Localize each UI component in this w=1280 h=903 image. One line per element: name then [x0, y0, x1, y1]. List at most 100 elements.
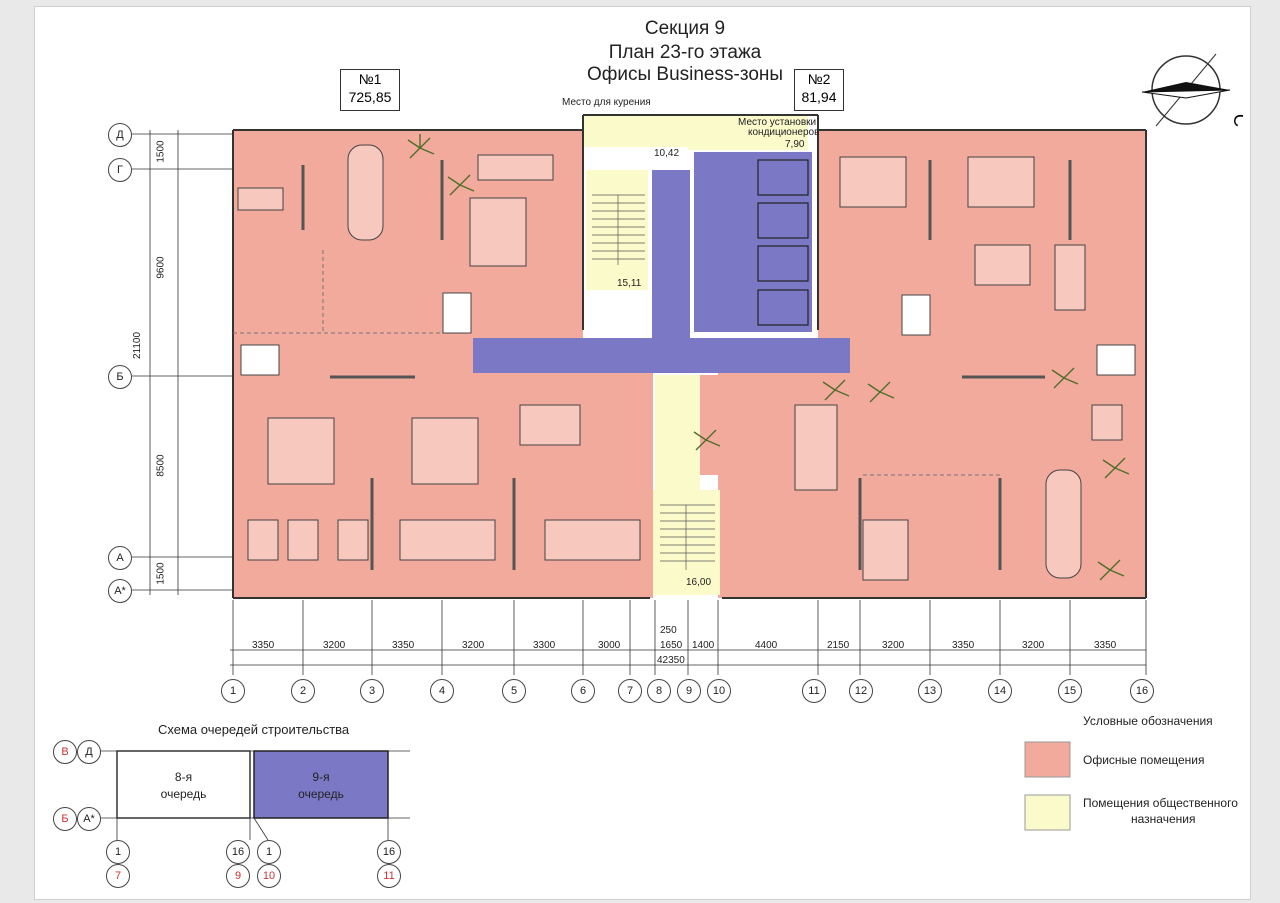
- unit-2-label: №2 81,94: [794, 69, 844, 111]
- axis-15: 15: [1058, 679, 1082, 703]
- label-smoking: Место для курения: [562, 97, 651, 108]
- scheme-axis-D: Д: [77, 740, 101, 764]
- hdim-3: 3350: [392, 640, 415, 651]
- axis-12: 12: [849, 679, 873, 703]
- plants: [407, 134, 1130, 581]
- hdim-2: 3200: [323, 640, 346, 651]
- scheme-axis-bottom-4: 16: [377, 840, 401, 864]
- legend-office-swatch: [1024, 741, 1071, 778]
- scheme-axis-bottom-4-red: 11: [377, 864, 401, 888]
- scheme-axis-bottom-2: 16: [226, 840, 250, 864]
- axis-1: 1: [221, 679, 245, 703]
- axis-8: 8: [647, 679, 671, 703]
- legend-public-1: Помещения общественного: [1083, 796, 1238, 810]
- axis-A-star: А*: [108, 579, 132, 603]
- title-section: Секция 9: [644, 18, 726, 39]
- unit-1-label: №1 725,85: [340, 69, 400, 111]
- scheme-axis-V: В: [53, 740, 77, 764]
- hdim-4: 3200: [462, 640, 485, 651]
- hdim-10: 2150: [827, 640, 850, 651]
- scheme-axis-bottom-1: 1: [106, 840, 130, 864]
- hdim-250: 250: [660, 625, 677, 636]
- axis-14: 14: [988, 679, 1012, 703]
- hdim-total: 42350: [657, 655, 685, 666]
- title-zone: Офисы Business-зоны: [586, 64, 784, 85]
- smoking-area: [583, 115, 688, 147]
- unit-1-id: №1: [358, 71, 382, 87]
- unit-2-area: 81,94: [801, 89, 837, 105]
- axis-9: 9: [677, 679, 701, 703]
- axis-B: Б: [108, 365, 132, 389]
- hdim-14: 3350: [1094, 640, 1117, 651]
- core-elevators: [694, 152, 812, 332]
- queue-8-block: [116, 750, 251, 819]
- vdim-total: 21100: [132, 331, 144, 360]
- hdim-8: 1400: [692, 640, 715, 651]
- queue-9-block: [253, 750, 389, 819]
- room-boundaries: [233, 250, 1000, 476]
- partitions: [301, 160, 1072, 570]
- label-area-1600: 16,00: [686, 577, 712, 588]
- unit-2-id: №2: [807, 71, 831, 87]
- axis-lines-letters: [132, 130, 233, 595]
- hdim-11: 3200: [882, 640, 905, 651]
- scheme-axis-A-star: А*: [77, 807, 101, 831]
- corridor-south: [655, 375, 700, 495]
- furniture: [237, 144, 1123, 581]
- queue-9-line2: очередь: [298, 787, 344, 801]
- axis-3: 3: [360, 679, 384, 703]
- scheme-axis-B: Б: [53, 807, 77, 831]
- vdim-4: 1500: [155, 562, 167, 585]
- hdim-1: 3350: [252, 640, 275, 651]
- core-corridor: [473, 338, 850, 373]
- scheme-title: Схема очередей строительства: [158, 722, 350, 737]
- label-area-1042: 10,42: [654, 148, 680, 159]
- hdim-13: 3200: [1022, 640, 1045, 651]
- stair-north-treads: [592, 194, 645, 265]
- stair-north: [586, 170, 648, 290]
- legend-public-swatch: [1024, 794, 1071, 831]
- ac-area: [688, 115, 808, 150]
- shelves: [240, 292, 1136, 376]
- axis-10: 10: [707, 679, 731, 703]
- queue-8-label: 8-я очередь: [117, 769, 250, 803]
- axis-11: 11: [802, 679, 826, 703]
- axis-2: 2: [291, 679, 315, 703]
- vdim-1: 1500: [155, 140, 167, 163]
- queue-9-line1: 9-я: [312, 770, 330, 784]
- axis-D: Д: [108, 123, 132, 147]
- axis-13: 13: [918, 679, 942, 703]
- legend-title: Условные обозначения: [1083, 714, 1213, 728]
- queue-scheme: [95, 750, 410, 841]
- axis-6: 6: [571, 679, 595, 703]
- axis-A: А: [108, 546, 132, 570]
- axis-7: 7: [618, 679, 642, 703]
- compass-letter: С: [1230, 114, 1243, 127]
- axis-16: 16: [1130, 679, 1154, 703]
- dimension-lines: [230, 600, 1147, 675]
- label-ac-area: 7,90: [785, 139, 805, 150]
- stair-south: [653, 490, 720, 595]
- scheme-axis-bottom-3: 1: [257, 840, 281, 864]
- unit-1-area: 725,85: [348, 89, 392, 105]
- hdim-7: 1650: [660, 640, 683, 651]
- axis-4: 4: [430, 679, 454, 703]
- vdim-2: 9600: [155, 256, 167, 279]
- label-area-1511: 15,11: [617, 278, 642, 289]
- vdim-3: 8500: [155, 454, 167, 477]
- queue-8-line2: очередь: [160, 787, 207, 801]
- hdim-6: 3000: [598, 640, 621, 651]
- hdim-5: 3300: [533, 640, 556, 651]
- hdim-9: 4400: [755, 640, 778, 651]
- queue-8-line1: 8-я: [174, 770, 193, 784]
- queue-9-label: 9-я очередь: [254, 769, 388, 803]
- compass-icon: С: [1141, 53, 1243, 127]
- scheme-axis-bottom-2-red: 9: [226, 864, 250, 888]
- legend-public-2: назначения: [1131, 812, 1196, 826]
- axis-G: Г: [108, 158, 132, 182]
- label-ac-1: Место установки: [738, 117, 817, 128]
- axis-5: 5: [502, 679, 526, 703]
- title-floor: План 23-го этажа: [608, 42, 762, 63]
- core-shaft-1: [652, 170, 690, 340]
- legend-office: Офисные помещения: [1083, 753, 1205, 767]
